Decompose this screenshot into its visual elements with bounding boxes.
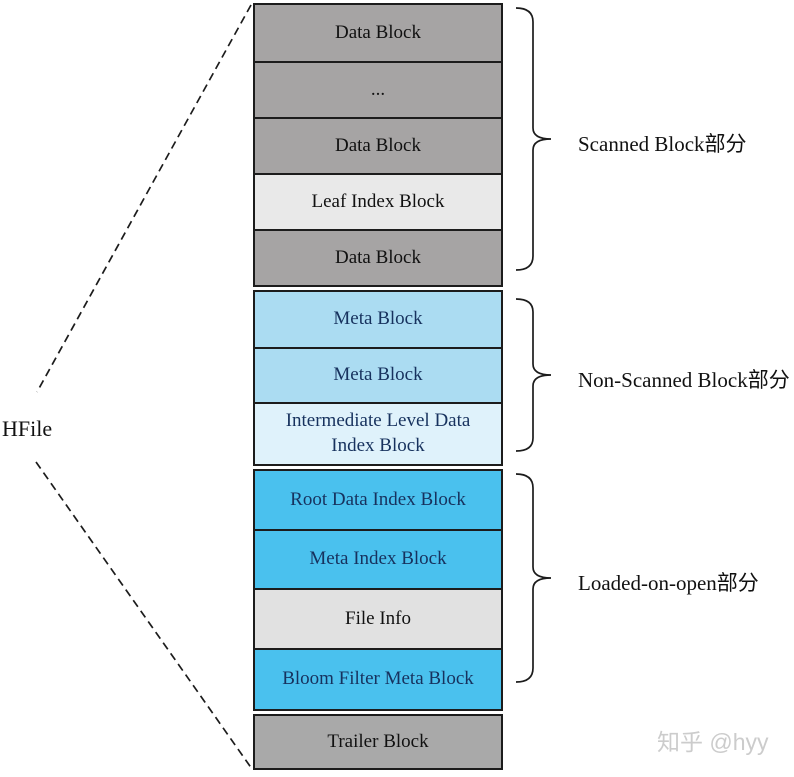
block-label: Leaf Index Block (311, 190, 445, 212)
scanned-section-brace (515, 7, 552, 271)
block-label: Bloom Filter Meta Block (282, 668, 474, 690)
block-data-2: Data Block (255, 117, 501, 173)
block-label: Data Block (334, 134, 421, 156)
block-file-info: File Info (255, 588, 501, 648)
block-label: Meta Block (333, 308, 423, 330)
block-root-data-index: Root Data Index Block (255, 471, 501, 529)
block-label: Meta Block (333, 364, 423, 386)
block-label: Root Data Index Block (290, 488, 466, 510)
block-label: File Info (345, 607, 411, 629)
non-scanned-section-label: Non-Scanned Block部分 (578, 368, 790, 392)
block-data-3: Data Block (255, 229, 501, 285)
trailer-block-group: Trailer Block (253, 714, 503, 770)
loaded-on-open-section-brace (515, 473, 552, 683)
block-data-ellipsis: ... (255, 61, 501, 117)
block-data-1: Data Block (255, 5, 501, 61)
block-bloom-filter-meta: Bloom Filter Meta Block (255, 648, 501, 709)
block-trailer: Trailer Block (255, 716, 501, 768)
block-meta-2: Meta Block (255, 347, 501, 402)
scanned-block-group: Data Block ... Data Block Leaf Index Blo… (253, 3, 503, 287)
hfile-expansion-line-bottom (35, 461, 253, 770)
non-scanned-section-brace (515, 298, 552, 452)
hfile-label: HFile (2, 416, 53, 441)
block-intermediate-index: Intermediate Level Data Index Block (255, 402, 501, 464)
hfile-expansion-line-top (36, 4, 252, 393)
block-meta-index: Meta Index Block (255, 529, 501, 588)
zhihu-watermark: 知乎 @hyy (657, 729, 769, 755)
block-leaf-index: Leaf Index Block (255, 173, 501, 229)
non-scanned-block-group: Meta Block Meta Block Intermediate Level… (253, 290, 503, 466)
loaded-on-open-section-label: Loaded-on-open部分 (578, 571, 759, 595)
block-label: Intermediate Level Data Index Block (285, 410, 471, 456)
block-label: ... (370, 78, 386, 100)
scanned-section-label: Scanned Block部分 (578, 132, 747, 156)
block-label: Data Block (334, 21, 421, 43)
block-meta-1: Meta Block (255, 292, 501, 347)
block-label: Meta Index Block (309, 548, 447, 570)
loaded-on-open-group: Root Data Index Block Meta Index Block F… (253, 469, 503, 711)
block-label: Trailer Block (327, 730, 429, 752)
block-label: Data Block (334, 246, 421, 268)
